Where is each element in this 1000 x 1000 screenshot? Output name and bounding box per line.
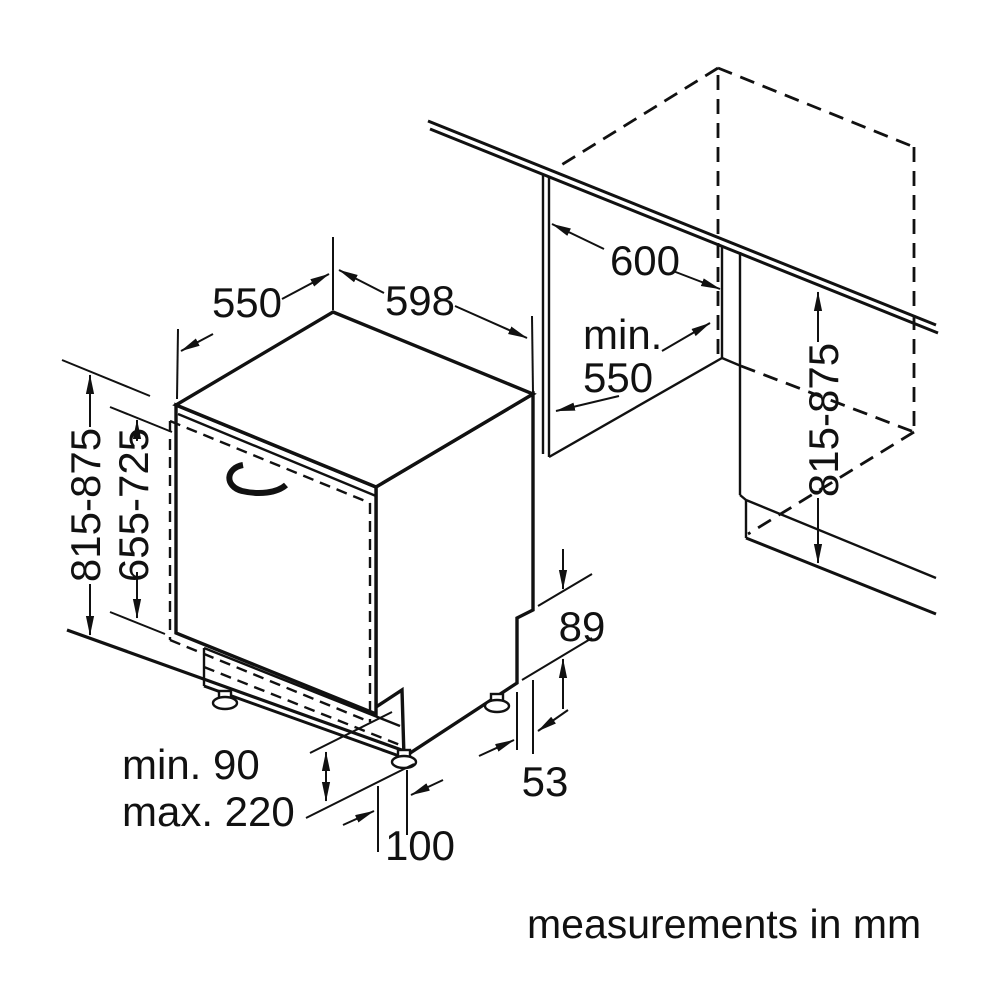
door-top-inner-edge: [177, 412, 377, 498]
niche-side-panels: [541, 174, 748, 538]
dashed-bottom-back-edge: [747, 430, 915, 536]
dim-base-inset: [342, 779, 444, 826]
niche-floor-edge: [548, 356, 723, 459]
dim-niche-width: [551, 223, 721, 290]
adjustable-foot: [211, 689, 239, 711]
caption-units: measurements in mm: [527, 901, 921, 947]
door-handle: [226, 462, 288, 496]
right-panel-toe-step: [739, 494, 747, 501]
niche-volume-dashed-outline: [557, 66, 916, 536]
dashed-top-right-edge: [717, 66, 915, 149]
dimension-labels: 550 598 600 min. 550 815-875 655-725 815…: [62, 237, 847, 869]
adjustable-foot: [483, 692, 511, 714]
dashed-bottom-front-edge: [740, 364, 915, 434]
ext-550-left: [176, 328, 179, 400]
panel-thickness-edge: [721, 356, 742, 368]
plinth-bottom-edge: [203, 684, 403, 759]
floor-line-right-upper: [745, 498, 937, 580]
label-niche-depth-line2: 550: [583, 354, 653, 401]
dim-niche-depth: [555, 322, 711, 412]
ext-655-bottom: [109, 611, 166, 635]
ext-plinth-top: [309, 711, 393, 754]
label-niche-width: 600: [610, 237, 680, 284]
label-rear-recess-depth: 53: [522, 758, 569, 805]
dim-top-width: [338, 269, 528, 339]
label-niche-height: 815-875: [800, 343, 847, 497]
label-plinth-max: max. 220: [122, 788, 295, 835]
dimension-arrows: [85, 223, 823, 826]
extension-lines: [61, 237, 593, 852]
floor-line-right-lower: [745, 536, 937, 616]
label-top-depth: 550: [212, 279, 282, 326]
label-niche-depth-line1: min.: [583, 311, 662, 358]
ext-598-right: [531, 315, 534, 394]
dim-top-depth: [180, 273, 330, 352]
label-plinth-min: min. 90: [122, 741, 260, 788]
label-rear-recess-height: 89: [559, 603, 606, 650]
countertop-bottom-edge: [429, 127, 939, 335]
plinth-base: [202, 646, 403, 759]
label-top-width: 598: [385, 277, 455, 324]
countertop: [427, 119, 939, 335]
ext-815-top: [61, 359, 151, 397]
side-face: [374, 391, 535, 761]
dishwasher: [168, 310, 537, 770]
countertop-top-edge: [427, 119, 937, 327]
label-base-inset: 100: [385, 822, 455, 869]
adjustable-feet: [211, 689, 511, 770]
ext-89-bottom: [521, 637, 593, 681]
top-face: [172, 310, 537, 489]
furniture-door-top: [169, 419, 371, 505]
ext-89-top: [537, 573, 593, 607]
label-appliance-height: 815-875: [62, 428, 109, 582]
label-door-height: 655-725: [110, 428, 157, 582]
dashed-top-left-edge: [557, 66, 719, 169]
ext-plinth-bottom: [305, 763, 415, 819]
plinth-top-edge: [203, 646, 401, 728]
dim-rear-recess-depth: [478, 709, 569, 757]
